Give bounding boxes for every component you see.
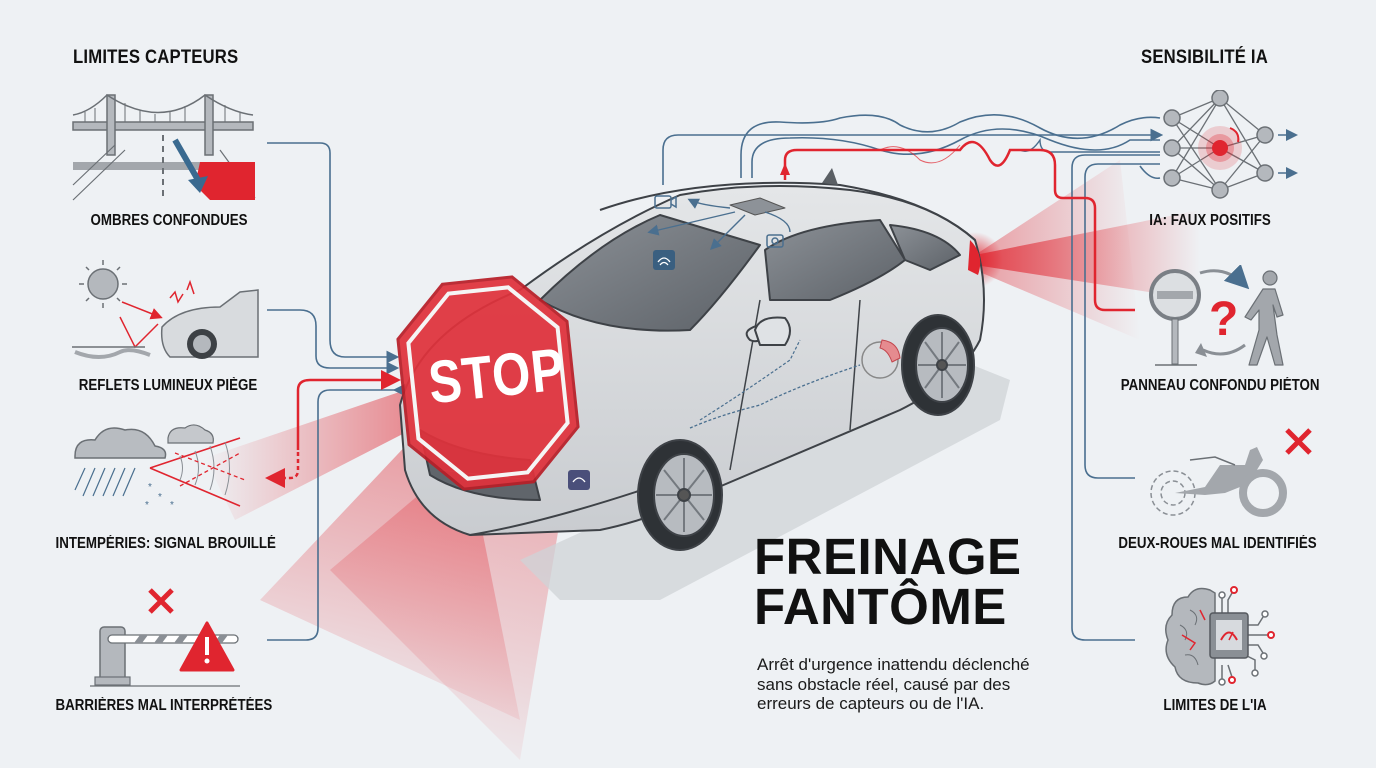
left-section-title: LIMITES CAPTEURS	[73, 47, 239, 68]
svg-text:*: *	[148, 482, 152, 493]
red-dashed-return	[265, 452, 300, 488]
stop-sign	[396, 275, 580, 491]
item-label-deux-roues: DEUX-ROUES MAL IDENTIFIÉS	[1118, 535, 1317, 552]
item-label-panneau-pieton: PANNEAU CONFONDU PIÉTON	[1120, 377, 1320, 394]
sensor-beams	[205, 160, 1200, 760]
camera-icon-roof	[654, 195, 677, 209]
item-label-reflets: REFLETS LUMINEUX PIÈGE	[78, 377, 258, 394]
sensor-wiring	[689, 364, 861, 429]
main-title-line2: FANTÔME	[754, 578, 1007, 635]
car-shadow	[520, 360, 1010, 600]
svg-text:*: *	[170, 500, 174, 511]
weather-radar-icon: * * * *	[74, 424, 246, 511]
sign-pedestrian-confusion-icon: ?	[1149, 265, 1284, 366]
camera-icon-rear	[766, 234, 784, 248]
brain-chip-icon	[1165, 586, 1275, 686]
main-title-line1: FREINAGE	[754, 528, 1022, 585]
item-label-limites-ia: LIMITES DE L'IA	[1163, 697, 1267, 714]
svg-text:*: *	[145, 500, 149, 511]
neural-network-icon	[1163, 90, 1298, 199]
roof-sensor-arrows	[647, 198, 791, 250]
item-label-intemperies: INTEMPÉRIES: SIGNAL BROUILLÉ	[55, 535, 276, 552]
red-connector-left	[296, 370, 401, 450]
main-description: Arrêt d'urgence inattendu déclenché sans…	[757, 655, 1030, 713]
radar-sensor-icon	[653, 250, 675, 270]
item-label-barrieres: BARRIÈRES MAL INTERPRÉTÉES	[55, 697, 273, 714]
right-section-title: SENSIBILITÉ IA	[1141, 47, 1268, 68]
stop-sign-text: STOP	[425, 335, 568, 417]
item-label-faux-positifs: IA: FAUX POSITIFS	[1149, 212, 1271, 229]
main-title: FREINAGE FANTÔME	[754, 528, 1022, 635]
svg-text:*: *	[158, 492, 162, 503]
item-label-ombres: OMBRES CONFONDUES	[90, 212, 248, 229]
red-connector-right	[783, 140, 1135, 312]
svg-text:?: ?	[1209, 293, 1238, 346]
left-connectors	[267, 142, 406, 641]
barrier-warning-icon	[90, 588, 240, 687]
sun-glare-car-icon	[72, 260, 259, 359]
bridge-shadow-icon	[72, 94, 256, 201]
motorcycle-cross-icon	[1150, 428, 1312, 517]
right-connectors	[662, 114, 1164, 641]
front-radar-icon	[568, 470, 590, 490]
